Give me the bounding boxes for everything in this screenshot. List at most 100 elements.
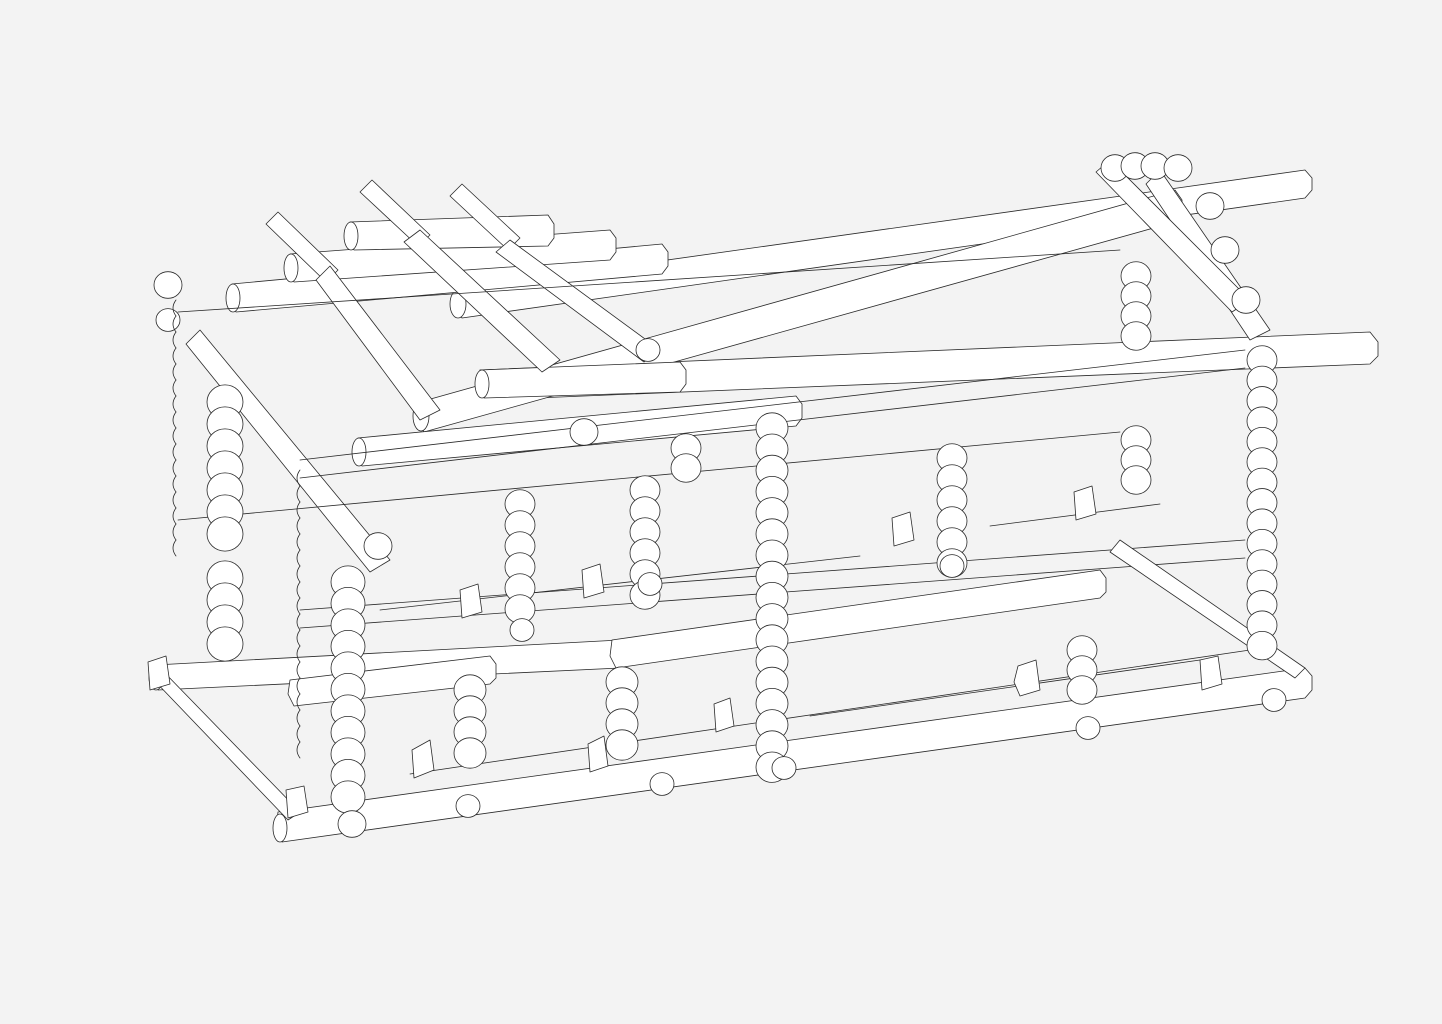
log-stack [1195,192,1225,220]
log-edge [172,379,177,397]
log-end [455,794,481,818]
log-edge [296,517,301,535]
log-stack [649,772,675,796]
log-end [649,772,675,796]
log-edge [172,507,177,525]
log-edge [172,523,177,541]
log-edge [172,315,177,333]
log-stack [637,572,663,596]
log-end [569,418,599,446]
log-stack [670,433,702,483]
log-end [453,737,487,769]
log-end [670,453,702,483]
log-stack [1075,716,1101,740]
log-edge [296,693,301,711]
log-stack [755,412,789,783]
log-stack [453,674,487,769]
log-end [206,516,244,552]
log-stack [1120,261,1152,351]
log-edge [172,363,177,381]
log-edge [172,411,177,429]
log-end [330,780,366,814]
log-edge [172,427,177,445]
log-stack [936,443,968,578]
log-edge [296,725,301,743]
log-end [1075,716,1101,740]
log-end [155,308,181,332]
log-edge [296,741,301,759]
log-edge [296,661,301,679]
log-stack [1163,154,1193,182]
log-edge [172,395,177,413]
log-edge [296,629,301,647]
log-edge [296,469,301,487]
log-stack [771,756,797,780]
log-end [509,618,535,642]
log-edge [172,299,177,317]
log-stack [153,271,183,299]
log-end [605,729,639,761]
log-stack [206,384,244,552]
log-end [939,554,965,578]
log-edge [172,459,177,477]
corner-log-ends [296,469,301,759]
log-end [635,338,661,362]
log-edge [296,533,301,551]
log-edge [172,443,177,461]
log-end [1163,154,1193,182]
log-end [771,756,797,780]
log-end [1120,465,1152,495]
log-stack [337,810,367,838]
log-stack [455,794,481,818]
log-end [1066,675,1098,705]
log-stack [206,560,244,662]
log-end [153,271,183,299]
log-stack [605,666,639,761]
log-stack [569,418,599,446]
log-end [1120,321,1152,351]
log-edge [296,501,301,519]
corner-log-ends [172,299,177,557]
log-stack [635,338,661,362]
log-edge [172,491,177,509]
log-stack [1261,688,1287,712]
log-stack [509,618,535,642]
log-edge [296,549,301,567]
log-edge [296,597,301,615]
log-stacks [153,152,1287,838]
log-stack [1210,236,1240,264]
notch-details [147,485,1223,819]
log-end [1246,630,1278,661]
log-end [1231,286,1261,314]
log-stack [363,532,393,560]
log-stack [629,475,661,610]
log-edge [172,331,177,349]
log-end [363,532,393,560]
log-edge [172,475,177,493]
log-end [337,810,367,838]
log-edge [296,645,301,663]
log-edge [296,709,301,727]
log-stack [155,308,181,332]
log-edge [172,347,177,365]
log-stack [330,565,366,814]
log-end [637,572,663,596]
log-end [1261,688,1287,712]
log-stack [1120,425,1152,495]
log-stack [939,554,965,578]
log-end [1210,236,1240,264]
log-edge [296,565,301,583]
log-edge [172,539,177,557]
log-edge [296,485,301,503]
log-edge [296,581,301,599]
log-stack [504,489,536,624]
log-end [1195,192,1225,220]
log-stack [1246,345,1278,661]
log-edge [296,613,301,631]
log-edge [296,677,301,695]
log-end [206,626,244,662]
log-stack [1066,635,1098,705]
log-stack [1231,286,1261,314]
